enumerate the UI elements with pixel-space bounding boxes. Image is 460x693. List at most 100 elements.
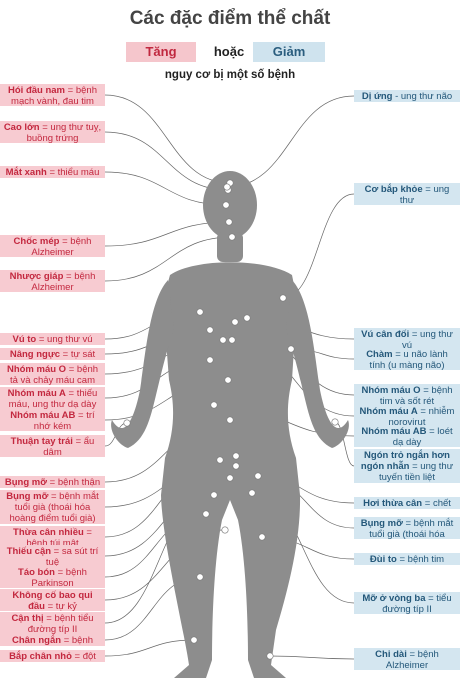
label-belly-fat-eye: Bụng mỡ = bệnh mắt tuổi già (thoái hóa h… bbox=[0, 490, 105, 524]
label-belly-fat-kidney: Bụng mỡ = bệnh thận bbox=[0, 476, 105, 488]
bald-connector bbox=[104, 94, 231, 184]
label-trait: Nhóm máu O bbox=[6, 364, 67, 375]
belly-fat-kidney-marker bbox=[226, 416, 234, 424]
label-effect: = bệnh Alzheimer bbox=[31, 271, 96, 292]
label-constipation: Táo bón = bệnh Parkinson bbox=[0, 566, 105, 588]
marker-dots bbox=[123, 179, 339, 660]
label-effect: = bệnh gan bbox=[63, 635, 94, 646]
label-uncircumcised: Không cố bao qui đầu = tự kỷ bbox=[0, 589, 105, 611]
label-trait: Dị ứng bbox=[361, 91, 393, 102]
label-myopia: Thiếu cận = sa sút trí tuệ bbox=[0, 545, 105, 567]
label-small-calf: Bắp chân nhỏ = đột quị bbox=[0, 650, 105, 662]
hypothyroid-marker bbox=[228, 233, 236, 241]
label-effect: = bệnh tả và chảy máu cam bbox=[9, 364, 99, 385]
label-effect: = đột quị bbox=[74, 651, 96, 662]
label-strong-muscle: Cơ bắp khỏe = ung thư bbox=[354, 183, 460, 205]
breast-lift-marker bbox=[206, 326, 214, 334]
left-handed-marker bbox=[123, 419, 131, 427]
label-trait: Mắt xanh bbox=[5, 167, 47, 178]
label-trait: Đùi to bbox=[369, 554, 397, 565]
label-freckle: Chàm = u não lành tính (u màng não) bbox=[354, 348, 460, 370]
label-effect: = ung thư vú bbox=[36, 334, 93, 345]
label-effect: = tiểu đường típ II bbox=[382, 593, 452, 614]
balanced-breast-marker bbox=[243, 314, 251, 322]
label-big-breast: Vú to = ung thư vú bbox=[0, 333, 105, 345]
mouth-corner-marker bbox=[225, 218, 233, 226]
label-blood-ab-r: Nhóm máu AB = loét dạ dày bbox=[354, 425, 460, 447]
blood-ab-marker bbox=[224, 376, 232, 384]
label-trait: Hói đầu nam bbox=[8, 85, 66, 96]
short-legs-marker bbox=[196, 573, 204, 581]
uncircumcised-marker bbox=[221, 526, 229, 534]
label-long-legs: Chi dài = bệnh Alzheimer bbox=[354, 648, 460, 670]
page-title: Các đặc điểm thể chất bbox=[129, 8, 331, 29]
label-effect: = bệnh tiểu đường típ II bbox=[27, 613, 94, 634]
label-blood-a-r: Nhóm máu A = nhiễm norovirut bbox=[354, 405, 460, 427]
label-hip-fat: Mỡ ở vòng ba = tiểu đường típ II bbox=[354, 592, 460, 614]
label-trait: Táo bón bbox=[18, 567, 55, 578]
belly-fat-r-marker bbox=[254, 472, 262, 480]
label-blood-a: Nhóm máu A = thiếu máu, ung thư dạ dày bbox=[0, 387, 105, 409]
label-short-sight: Cận thị = bệnh tiểu đường típ II bbox=[0, 612, 105, 634]
label-breast-lift: Nâng ngực = tự sát bbox=[0, 348, 105, 360]
label-trait: Nhược giáp bbox=[9, 271, 64, 282]
blood-ab-r-marker bbox=[210, 401, 218, 409]
label-trait: Nhóm máu A bbox=[7, 388, 66, 399]
label-trait: Thừa cân nhiều bbox=[13, 527, 84, 538]
label-effect: = ẩu dâm bbox=[43, 436, 95, 457]
strong-muscle-marker bbox=[279, 294, 287, 302]
belly-fat-eye-marker bbox=[232, 452, 240, 460]
label-trait: Bụng mỡ bbox=[6, 491, 49, 502]
label-effect: = bệnh mạch vành, đau tim bbox=[11, 85, 97, 106]
label-short-legs: Chân ngắn = bệnh gan bbox=[0, 634, 105, 646]
label-left-handed: Thuận tay trái = ẩu dâm bbox=[0, 435, 105, 457]
label-effect: = bệnh mắt tuổi già (thoái hóa hoàng điể… bbox=[369, 518, 454, 539]
label-balanced-breast: Vú cân đối = ung thư vú bbox=[354, 328, 460, 350]
constipation-marker bbox=[202, 510, 210, 518]
blood-o-marker bbox=[219, 336, 227, 344]
label-bald: Hói đầu nam = bệnh mạch vành, đau tim bbox=[0, 84, 105, 106]
label-belly-fat-r: Bụng mỡ = bệnh mắt tuổi già (thoái hóa h… bbox=[354, 517, 460, 539]
big-breast-marker bbox=[196, 308, 204, 316]
label-blue-eyes: Mắt xanh = thiểu máu bbox=[0, 166, 105, 178]
label-trait: Chàm bbox=[366, 349, 393, 360]
label-effect: = ung thư tuỵ, buồng trứng bbox=[26, 122, 102, 143]
label-trait: Nhóm máu AB bbox=[361, 426, 427, 437]
long-legs-connector bbox=[269, 655, 355, 660]
label-blood-o-r: Nhóm máu O = bệnh tim và sốt rét bbox=[354, 384, 460, 406]
label-effect: = bệnh tim và sốt rét bbox=[379, 385, 453, 406]
blue-eyes-marker bbox=[222, 201, 230, 209]
label-short-finger: Ngón trỏ ngắn hơn ngón nhẫn = ung thư tu… bbox=[354, 449, 460, 483]
label-trait: Chốc mép bbox=[13, 236, 60, 247]
legend-increase: Tăng bbox=[126, 42, 196, 62]
label-trait: Vú to bbox=[12, 334, 37, 345]
label-slightly-overweight: Hơi thừa cân = chết sớm bbox=[354, 497, 460, 509]
blood-a-r-marker bbox=[228, 336, 236, 344]
long-legs-marker bbox=[266, 652, 274, 660]
label-effect: = bệnh tim mạch bbox=[399, 554, 445, 565]
label-trait: Nhóm máu AB bbox=[10, 410, 76, 421]
blood-a-marker bbox=[206, 356, 214, 364]
label-trait: Nhóm máu O bbox=[361, 385, 421, 396]
slightly-overweight-marker bbox=[232, 462, 240, 470]
human-body-silhouette bbox=[111, 171, 349, 678]
allergy-connector bbox=[226, 95, 355, 188]
label-trait: Bụng mỡ bbox=[360, 518, 403, 529]
myopia-marker bbox=[226, 474, 234, 482]
page-subtitle: nguy cơ bị một số bệnh bbox=[164, 69, 296, 81]
label-effect: = bệnh Parkinson bbox=[31, 567, 87, 588]
label-effect: = tự kỷ bbox=[44, 601, 77, 611]
allergy-marker bbox=[223, 183, 231, 191]
overweight-marker bbox=[216, 456, 224, 464]
label-effect: = ung thư vú bbox=[401, 329, 453, 350]
label-trait: Ngón trỏ ngắn hơn ngón nhẫn bbox=[360, 450, 450, 472]
label-effect: = bệnh túi mật bbox=[26, 527, 92, 548]
label-trait: Bắp chân nhỏ bbox=[9, 651, 72, 662]
short-sight-marker bbox=[210, 491, 218, 499]
hypothyroid-connector bbox=[104, 236, 233, 282]
label-trait: Không cố bao qui đầu bbox=[12, 590, 93, 611]
legend-or: hoặc bbox=[213, 44, 245, 59]
label-effect: = bệnh Alzheimer bbox=[385, 649, 439, 670]
freckle-marker bbox=[287, 345, 295, 353]
label-trait: Bụng mỡ bbox=[4, 477, 48, 488]
